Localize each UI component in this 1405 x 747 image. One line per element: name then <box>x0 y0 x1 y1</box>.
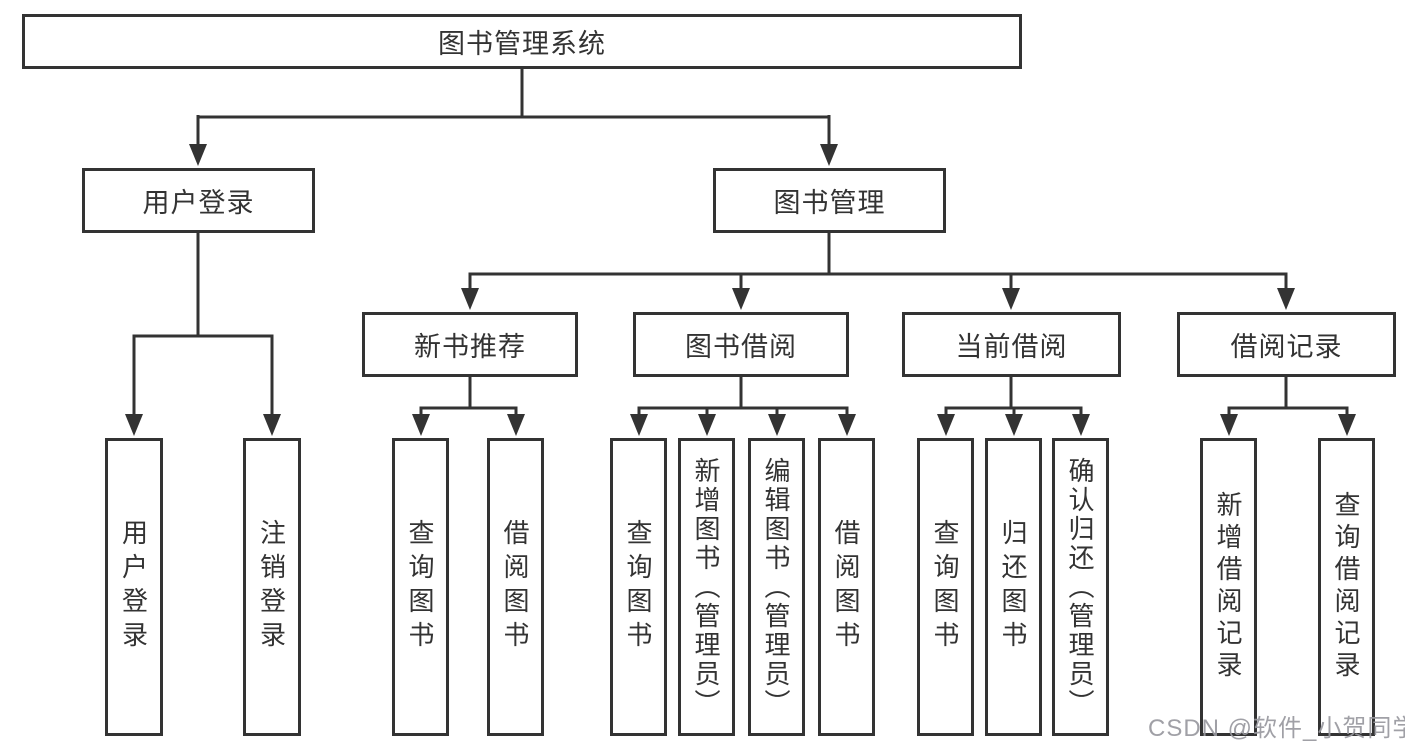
leaf-bookborrow-add-book-admin: 新增图书（管理员） <box>678 438 735 736</box>
node-book-borrow: 图书借阅 <box>633 312 849 377</box>
node-current-borrow: 当前借阅 <box>902 312 1121 377</box>
leaf-currentborrow-return-book: 归还图书 <box>985 438 1042 736</box>
connector-user-login-split <box>132 233 274 418</box>
leaf-bookborrow-borrow-book: 借阅图书 <box>818 438 875 736</box>
leaf-logout-login: 注销登录 <box>243 438 301 736</box>
node-borrow-record: 借阅记录 <box>1177 312 1396 377</box>
leaf-newbook-borrow-book: 借阅图书 <box>487 438 544 736</box>
connector-root-to-level2 <box>196 69 831 148</box>
csdn-watermark: CSDN @软件_小贺同学 <box>1148 715 1405 742</box>
arrowheads <box>125 144 1356 436</box>
node-new-book-recommend: 新书推荐 <box>362 312 578 377</box>
leaf-bookborrow-edit-book-admin: 编辑图书（管理员） <box>748 438 805 736</box>
node-book-management: 图书管理 <box>713 168 946 233</box>
leaf-newbook-query-book: 查询图书 <box>392 438 449 736</box>
leaf-currentborrow-query-book: 查询图书 <box>917 438 974 736</box>
connector-borrowrecord-split <box>1227 377 1349 418</box>
leaf-record-query-borrow-record: 查询借阅记录 <box>1318 438 1375 736</box>
leaf-currentborrow-confirm-return-admin: 确认归还（管理员） <box>1052 438 1109 736</box>
connector-book-mgmt-split <box>468 233 1288 292</box>
connector-bookborrow-split <box>637 377 849 418</box>
leaf-user-login: 用户登录 <box>105 438 163 736</box>
leaf-record-add-borrow-record: 新增借阅记录 <box>1200 438 1257 736</box>
node-library-system: 图书管理系统 <box>22 14 1022 69</box>
leaf-bookborrow-query-book: 查询图书 <box>610 438 667 736</box>
connector-currentborrow-split <box>944 377 1083 418</box>
node-user-login: 用户登录 <box>82 168 315 233</box>
connector-newbook-split <box>419 377 518 418</box>
